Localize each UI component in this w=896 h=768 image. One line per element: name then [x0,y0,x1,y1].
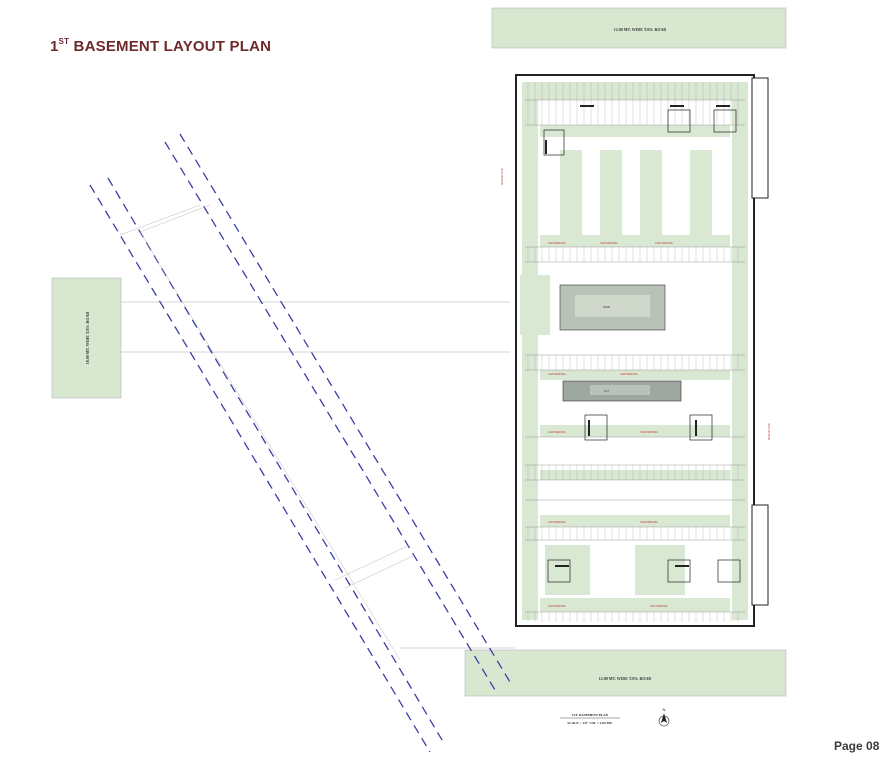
ramp-label: RAMP [603,306,610,309]
plan-caption-line2: SCALE :- 1/8" CM. = 2.00 MT. [567,721,612,725]
svg-text:CAR PARKING: CAR PARKING [600,241,618,245]
title-text: BASEMENT LAYOUT PLAN [73,38,272,55]
svg-text:CAR PARKING: CAR PARKING [640,520,658,524]
bottom-road [464,649,787,697]
right-margin-label: MARGIN LINE [767,423,771,440]
svg-text:CAR PARKING: CAR PARKING [620,372,638,376]
svg-text:CAR PARKING: CAR PARKING [548,372,566,376]
top-road-label: 12.00 MT. WIDE T.P.S. ROAD [614,27,667,32]
svg-text:N: N [663,707,666,712]
building-outline [515,74,755,627]
svg-text:CAR PARKING: CAR PARKING [655,241,673,245]
top-road [491,7,787,49]
page-title: 1ST BASEMENT LAYOUT PLAN [50,37,272,55]
svg-text:CAR PARKING: CAR PARKING [650,604,668,608]
slot-label: CAR PARKING [548,241,566,245]
svg-text:CAR PARKING: CAR PARKING [640,430,658,434]
north-arrow-icon: N [658,707,670,727]
title-superscript: ST [58,37,70,46]
left-road [51,277,122,399]
plan-caption-line1: 1ST. BASEMENT PLAN [572,713,609,717]
page-number: Page 08 [834,739,880,753]
title-prefix: 1 [50,38,59,55]
lift-label: LIFT [604,390,609,393]
svg-text:CAR PARKING: CAR PARKING [548,430,566,434]
left-road-label: 18.00 MT. WIDE T.P.S. ROAD [85,312,90,365]
svg-text:CAR PARKING: CAR PARKING [548,520,566,524]
svg-text:CAR PARKING: CAR PARKING [548,604,566,608]
bottom-road-label: 12.00 MT. WIDE T.P.S. ROAD [599,676,652,681]
left-margin-label: MARGIN LINE [500,168,504,185]
